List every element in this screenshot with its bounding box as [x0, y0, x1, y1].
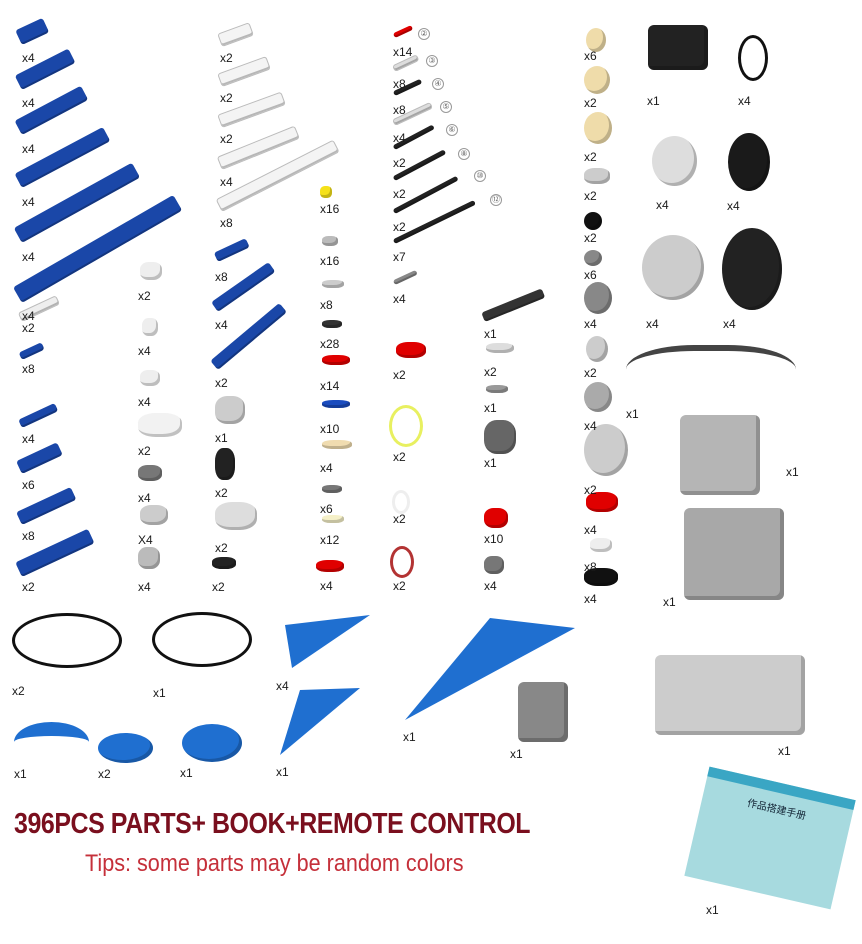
beam-part	[210, 302, 287, 370]
part-shape	[484, 556, 504, 574]
part-shape	[590, 538, 612, 552]
part-shape	[584, 250, 602, 266]
part-shape	[586, 336, 608, 362]
part-shape	[98, 733, 153, 763]
part-shape	[140, 505, 168, 525]
part-shape	[215, 396, 245, 424]
part-shape	[484, 420, 516, 454]
part-shape	[648, 25, 708, 70]
part-shape	[140, 370, 160, 386]
beam-part	[14, 85, 89, 135]
triangle-panel-part	[280, 688, 360, 755]
beam-part	[392, 149, 447, 181]
part-shape	[138, 465, 162, 481]
part-shape	[652, 136, 697, 186]
part-shape	[215, 502, 257, 530]
beam-part	[211, 262, 276, 312]
part-shape	[586, 28, 606, 52]
beam-part	[14, 126, 111, 188]
beam-part	[16, 442, 63, 474]
part-shape	[322, 485, 342, 493]
part-shape	[584, 382, 612, 412]
book-title: 作品搭建手册	[745, 798, 807, 823]
beam-part	[217, 22, 254, 47]
part-shape	[142, 318, 158, 336]
beam-part	[392, 25, 414, 38]
part-shape	[322, 355, 350, 365]
part-shape	[396, 342, 426, 358]
part-shape	[626, 345, 796, 406]
beam-part	[217, 91, 286, 128]
part-shape	[484, 508, 508, 528]
part-shape	[182, 724, 242, 762]
part-shape	[655, 655, 805, 735]
part-shape	[152, 612, 252, 667]
part-shape	[518, 682, 568, 742]
part-shape	[322, 400, 350, 408]
beam-part	[392, 175, 459, 214]
part-shape	[486, 385, 508, 393]
part-shape	[212, 557, 236, 569]
beam-part	[392, 78, 423, 96]
part-shape	[584, 112, 612, 144]
part-shape	[486, 343, 514, 353]
part-shape	[584, 168, 610, 184]
part-shape	[722, 228, 782, 310]
part-shape	[584, 282, 612, 314]
beam-part	[18, 402, 59, 428]
part-shape	[138, 413, 182, 437]
part-shape	[642, 235, 704, 300]
part-shape	[138, 547, 160, 569]
part-shape	[389, 405, 423, 447]
part-shape	[684, 508, 784, 600]
part-shape	[12, 613, 122, 668]
beam-part	[13, 194, 183, 303]
beam-part	[18, 342, 45, 360]
part-shape	[322, 440, 352, 449]
part-shape	[390, 546, 414, 578]
part-shape	[322, 515, 344, 523]
triangle-panel-part	[285, 615, 370, 668]
part-shape	[584, 568, 618, 586]
beam-part	[14, 48, 76, 90]
part-shape	[680, 415, 760, 495]
part-shape	[392, 490, 410, 514]
part-shape	[320, 186, 332, 198]
part-shape	[584, 66, 610, 94]
part-shape	[14, 722, 89, 762]
part-shape	[584, 424, 628, 476]
beam-part	[213, 238, 250, 262]
part-shape	[584, 212, 602, 230]
part-shape	[215, 448, 235, 480]
beam-part	[15, 528, 95, 577]
beam-part	[15, 17, 50, 45]
beam-part	[392, 124, 435, 150]
beam-part	[392, 269, 418, 285]
tips-text: Tips: some parts may be random colors	[85, 850, 464, 877]
part-shape	[586, 492, 618, 512]
beam-part	[392, 101, 434, 126]
part-shape	[316, 560, 344, 572]
part-shape	[738, 35, 768, 81]
beam-part	[481, 288, 546, 322]
beam-part	[16, 486, 77, 525]
beam-part	[217, 56, 271, 87]
part-shape	[322, 236, 338, 246]
part-shape	[140, 262, 162, 280]
beam-part	[392, 54, 420, 72]
part-shape	[728, 133, 770, 191]
part-shape	[322, 280, 344, 288]
part-shape	[322, 320, 342, 328]
headline: 396PCS PARTS+ BOOK+REMOTE CONTROL	[14, 808, 531, 840]
